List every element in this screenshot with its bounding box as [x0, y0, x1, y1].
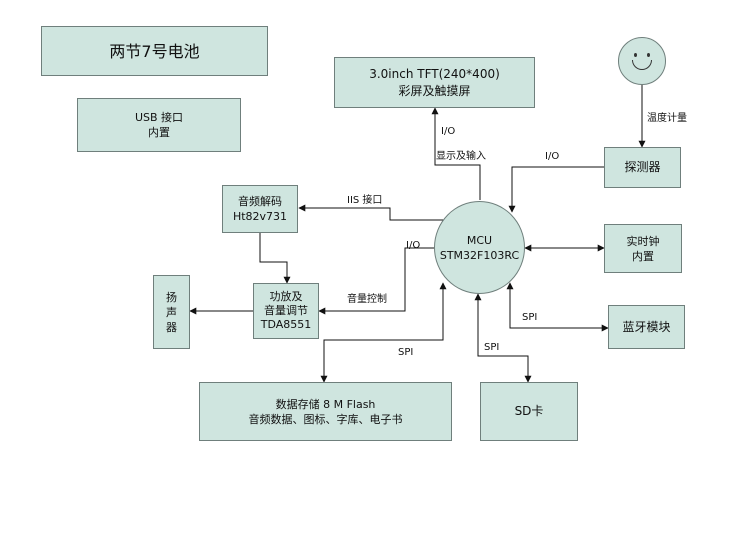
wire-sensor-to-mcu [508, 166, 604, 213]
usb-label: USB 接口 [134, 111, 184, 124]
smiley-face-icon [618, 37, 666, 85]
amp-io-label: I/O [406, 240, 421, 251]
sd-card-block: SD卡 [480, 382, 578, 441]
usb-block: USB 接口 内置 [77, 98, 241, 152]
face-mouth [632, 60, 652, 70]
battery-block: 两节7号电池 [41, 26, 268, 76]
flash-block: 数据存储 8 M Flash 音频数据、图标、字库、电子书 [199, 382, 452, 441]
sd-card-label: SD卡 [514, 404, 544, 418]
iis-label: IIS 接口 [347, 195, 383, 206]
temp-measure-label: 温度计量 [647, 113, 687, 124]
amp-chip: TDA8551 [260, 318, 312, 331]
flash-label: 数据存储 8 M Flash [275, 397, 376, 411]
tft-label: 3.0inch TFT(240*400) [369, 66, 500, 81]
sensor-io-label: I/O [545, 151, 560, 162]
mcu-label: MCU [466, 233, 493, 247]
bluetooth-spi-label: SPI [522, 312, 538, 323]
usb-sublabel: 内置 [148, 126, 170, 139]
rtc-label: 实时钟 [626, 234, 660, 248]
mcu-circle: MCU STM32F103RC [434, 201, 525, 294]
audio-decoder-block: 音频解码 Ht82v731 [222, 185, 298, 233]
speaker-label-2: 声 [166, 305, 177, 319]
audio-decoder-label: 音频解码 [238, 195, 282, 208]
amp-label: 功放及 [269, 290, 303, 303]
wire-audio-to-amp [259, 233, 291, 284]
speaker-block: 扬 声 器 [153, 275, 190, 349]
sensor-label: 探测器 [624, 160, 661, 174]
tft-io-label: I/O [441, 126, 456, 137]
audio-decoder-chip: Ht82v731 [232, 210, 288, 223]
sensor-block: 探测器 [604, 147, 681, 188]
bluetooth-block: 蓝牙模块 [608, 305, 685, 349]
sd-spi-label: SPI [484, 342, 500, 353]
flash-contents: 音频数据、图标、字库、电子书 [248, 412, 403, 426]
display-input-label: 显示及输入 [436, 151, 486, 162]
wire-mcu-to-audio [298, 204, 447, 221]
speaker-label-3: 器 [166, 320, 177, 334]
tft-sublabel: 彩屏及触摸屏 [398, 83, 471, 98]
mcu-chip: STM32F103RC [439, 248, 520, 262]
flash-spi-label: SPI [398, 347, 414, 358]
bluetooth-label: 蓝牙模块 [622, 319, 671, 334]
rtc-block: 实时钟 内置 [604, 224, 682, 273]
speaker-label-1: 扬 [166, 290, 177, 304]
amp-sublabel: 音量调节 [264, 304, 308, 317]
rtc-sublabel: 内置 [632, 249, 654, 263]
wire-mcu-to-tft [431, 107, 481, 200]
wire-mcu-sd [474, 293, 532, 383]
wire-mcu-flash [320, 282, 447, 383]
tft-block: 3.0inch TFT(240*400) 彩屏及触摸屏 [334, 57, 535, 108]
amp-block: 功放及 音量调节 TDA8551 [253, 283, 319, 339]
face-left-eye [634, 53, 637, 57]
battery-label: 两节7号电池 [109, 41, 200, 61]
face-right-eye [647, 53, 650, 57]
volume-control-label: 音量控制 [347, 294, 387, 305]
